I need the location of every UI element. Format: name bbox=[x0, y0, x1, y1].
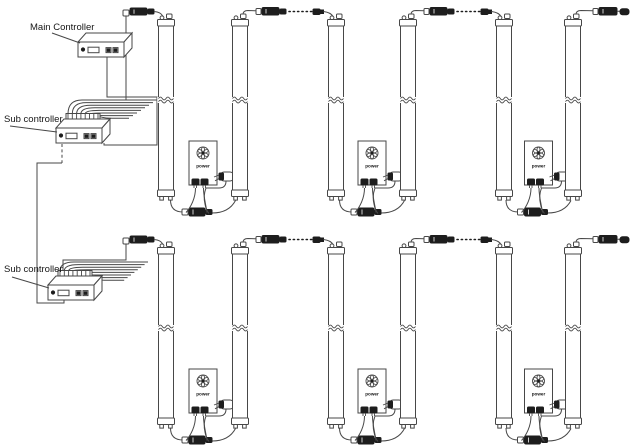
bottom-connector-assembly bbox=[505, 199, 572, 217]
power-supply bbox=[521, 140, 570, 214]
sub-controller-1 bbox=[55, 113, 111, 144]
led-tube bbox=[156, 13, 176, 201]
sub-controller-1-leader-line bbox=[9, 125, 58, 133]
fan-wire bbox=[71, 102, 153, 115]
fan-wire bbox=[67, 99, 157, 115]
top-link-connector bbox=[410, 6, 502, 18]
tube-row-1: power power power bbox=[122, 6, 630, 217]
tail-cable-connector bbox=[575, 235, 630, 244]
top-link-connector bbox=[242, 6, 334, 18]
psu-label: power bbox=[365, 392, 379, 397]
power-supply bbox=[521, 368, 570, 442]
led-tube bbox=[230, 241, 250, 429]
led-tube bbox=[156, 241, 176, 429]
led-tube bbox=[398, 241, 418, 429]
led-tube bbox=[398, 13, 418, 201]
bottom-connector-assembly bbox=[170, 199, 236, 217]
labels: Main Controller Sub controller Sub contr… bbox=[4, 22, 94, 289]
wire-main-to-sub1 bbox=[103, 57, 158, 146]
power-supply bbox=[354, 140, 404, 214]
top-link-connector bbox=[242, 234, 334, 246]
led-tube bbox=[563, 13, 583, 201]
main-controller bbox=[77, 32, 133, 58]
sub-controller-2-label: Sub controller bbox=[4, 264, 63, 275]
psu-label: power bbox=[532, 392, 546, 397]
tube-row-2: power power power bbox=[122, 234, 630, 445]
psu-label: power bbox=[196, 392, 210, 397]
fan-wire bbox=[80, 107, 145, 115]
bottom-connector-assembly bbox=[339, 427, 405, 445]
head-cable-connector bbox=[122, 7, 164, 17]
sub-controller-2 bbox=[47, 270, 103, 301]
bottom-connector-assembly bbox=[170, 427, 236, 445]
fan-wire bbox=[76, 104, 149, 115]
power-supply bbox=[185, 368, 235, 442]
psu-label: power bbox=[196, 164, 210, 169]
main-controller-leader-line bbox=[51, 32, 81, 44]
psu-label: power bbox=[532, 164, 546, 169]
led-tube bbox=[326, 13, 346, 201]
fan-wire bbox=[63, 264, 145, 272]
led-tube bbox=[230, 13, 250, 201]
bottom-connector-assembly bbox=[339, 199, 405, 217]
led-tube bbox=[326, 241, 346, 429]
wire-sub2-to-row2 bbox=[62, 244, 127, 274]
led-tube bbox=[494, 241, 514, 429]
tail-cable-connector bbox=[575, 7, 630, 16]
sub-controller-2-leader-line bbox=[11, 276, 50, 289]
wire-sub1-to-sub2 bbox=[36, 162, 65, 304]
led-tube bbox=[563, 241, 583, 429]
bottom-connector-assembly bbox=[505, 427, 572, 445]
sub-controller-1-label: Sub controller bbox=[4, 114, 63, 125]
main-controller-label: Main Controller bbox=[30, 22, 94, 33]
power-supply bbox=[185, 140, 235, 214]
led-tube bbox=[494, 13, 514, 201]
fan-wire bbox=[59, 261, 148, 272]
top-link-connector bbox=[410, 234, 502, 246]
head-cable-connector bbox=[122, 235, 164, 245]
signal-wires bbox=[36, 16, 158, 304]
psu-label: power bbox=[365, 164, 379, 169]
power-supply bbox=[354, 368, 404, 442]
